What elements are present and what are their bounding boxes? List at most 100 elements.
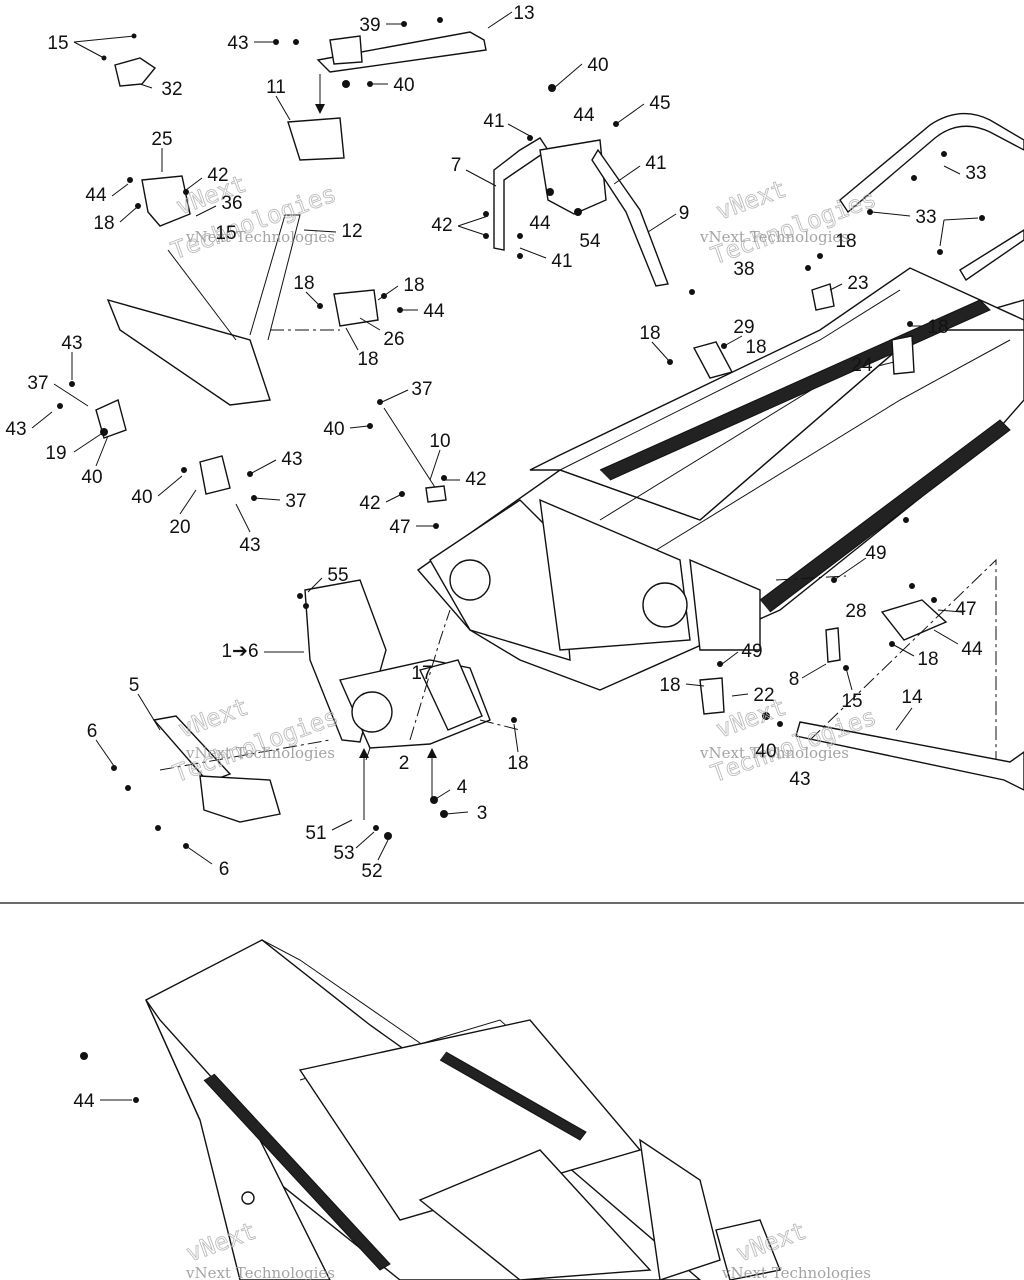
part-callout: 12 xyxy=(341,221,362,242)
part-callout: 19 xyxy=(45,443,66,464)
tie-rod-14 xyxy=(795,721,1024,791)
part-callout: 42 xyxy=(207,165,228,186)
part-callout: 22 xyxy=(753,685,774,706)
part-callout: 18 xyxy=(917,649,938,670)
part-callout: 25 xyxy=(151,129,172,150)
part-callout: 43 xyxy=(789,769,810,790)
part-callout: 36 xyxy=(221,193,242,214)
footrest-support-28 xyxy=(880,599,948,641)
part-callout: 13 xyxy=(513,3,534,24)
part-callout: 7 xyxy=(451,155,462,176)
part-callout: 43 xyxy=(239,535,260,556)
bracket-32 xyxy=(114,57,157,87)
part-callout: 5 xyxy=(129,675,140,696)
part-callout: 41 xyxy=(645,153,666,174)
part-callout: 37 xyxy=(27,373,48,394)
watermark-tag: vNext Technologies xyxy=(185,228,335,246)
part-callout: 18 xyxy=(745,337,766,358)
assembly-arrows xyxy=(315,74,437,820)
part-callout: 52 xyxy=(361,861,382,882)
bumper-support-5 xyxy=(152,715,281,823)
part-callout: 11 xyxy=(266,77,286,98)
bracket-23 xyxy=(811,283,835,311)
bracket-22 xyxy=(699,677,725,715)
part-callout: 42 xyxy=(359,493,380,514)
part-callout: 17 xyxy=(411,663,432,684)
rod-end-10 xyxy=(425,485,447,503)
part-callout: 18 xyxy=(659,675,680,696)
part-callout: 15 xyxy=(215,223,236,244)
part-callout: 6 xyxy=(87,721,98,742)
part-callout: 51 xyxy=(305,823,326,844)
link-rod-10 xyxy=(383,407,439,493)
bracket-25 xyxy=(141,175,191,227)
part-callout: 15 xyxy=(841,691,862,712)
part-callout: 47 xyxy=(389,517,410,538)
part-callout: 18 xyxy=(93,213,114,234)
part-callout: 37 xyxy=(285,491,306,512)
part-callout: 8 xyxy=(789,669,800,690)
part-callout: 18 xyxy=(927,317,948,338)
part-callout: 40 xyxy=(393,75,414,96)
part-callout: 42 xyxy=(465,469,486,490)
part-callout: 43 xyxy=(5,419,26,440)
part-callout: 40 xyxy=(131,487,152,508)
watermark-tag: vNext Technologies xyxy=(185,1264,335,1280)
part-callout: 43 xyxy=(227,33,248,54)
part-callout: 18 xyxy=(403,275,424,296)
part-callout: 18 xyxy=(293,273,314,294)
part-callout: 49 xyxy=(865,543,886,564)
part-callout: 54 xyxy=(579,231,601,252)
part-callout: 40 xyxy=(587,55,608,76)
engine-cradle xyxy=(304,579,491,749)
watermark-tag: vNext Technologies xyxy=(185,744,335,762)
part-callout: 43 xyxy=(61,333,82,354)
bracket-20 xyxy=(199,455,231,495)
part-callout: 6 xyxy=(219,859,230,880)
part-callout: 3 xyxy=(477,803,488,824)
part-callout: 44 xyxy=(529,213,551,234)
rear-bumper-loop xyxy=(839,112,1024,281)
part-callout: 18 xyxy=(357,349,378,370)
assembly-lines xyxy=(159,329,997,771)
part-callout: 44 xyxy=(73,1091,95,1112)
tunnel-detail-view xyxy=(145,939,781,1280)
part-callout: 40 xyxy=(323,419,344,440)
part-callout: 18 xyxy=(835,231,856,252)
bracket-26 xyxy=(333,289,379,327)
part-callout: 20 xyxy=(169,517,190,538)
part-callout: 49 xyxy=(741,641,762,662)
part-callout: 32 xyxy=(161,79,182,100)
part-callout: 55 xyxy=(327,565,348,586)
part-callout: 44 xyxy=(573,105,595,126)
watermark-tag: vNext Technologies xyxy=(699,228,849,246)
bracket-8 xyxy=(825,627,841,663)
part-callout: 18 xyxy=(507,753,528,774)
part-callout: 44 xyxy=(423,301,445,322)
bracket-29 xyxy=(692,341,734,379)
part-callout: 33 xyxy=(915,207,936,228)
part-callout: 10 xyxy=(429,431,450,452)
part-callout: 37 xyxy=(411,379,432,400)
watermark-tag: vNext Technologies xyxy=(721,1264,871,1280)
part-callout: 4 xyxy=(457,777,468,798)
part-callout: 15 xyxy=(47,33,68,54)
part-callout: 23 xyxy=(847,273,868,294)
part-callout: 33 xyxy=(965,163,986,184)
part-callout: 9 xyxy=(679,203,690,224)
fasteners xyxy=(57,17,985,1103)
bracket-24 xyxy=(891,335,915,375)
watermark-tag: vNext Technologies xyxy=(699,744,849,762)
part-callout: 41 xyxy=(483,111,504,132)
front-upper-column xyxy=(106,214,301,406)
part-callout: 1➔6 xyxy=(221,641,258,662)
part-callout: 40 xyxy=(81,467,102,488)
part-callout: 14 xyxy=(901,687,923,708)
steering-bracket-assembly xyxy=(493,137,669,287)
part-callout: 44 xyxy=(85,185,107,206)
part-callout: 18 xyxy=(639,323,660,344)
part-callout: 41 xyxy=(551,251,572,272)
